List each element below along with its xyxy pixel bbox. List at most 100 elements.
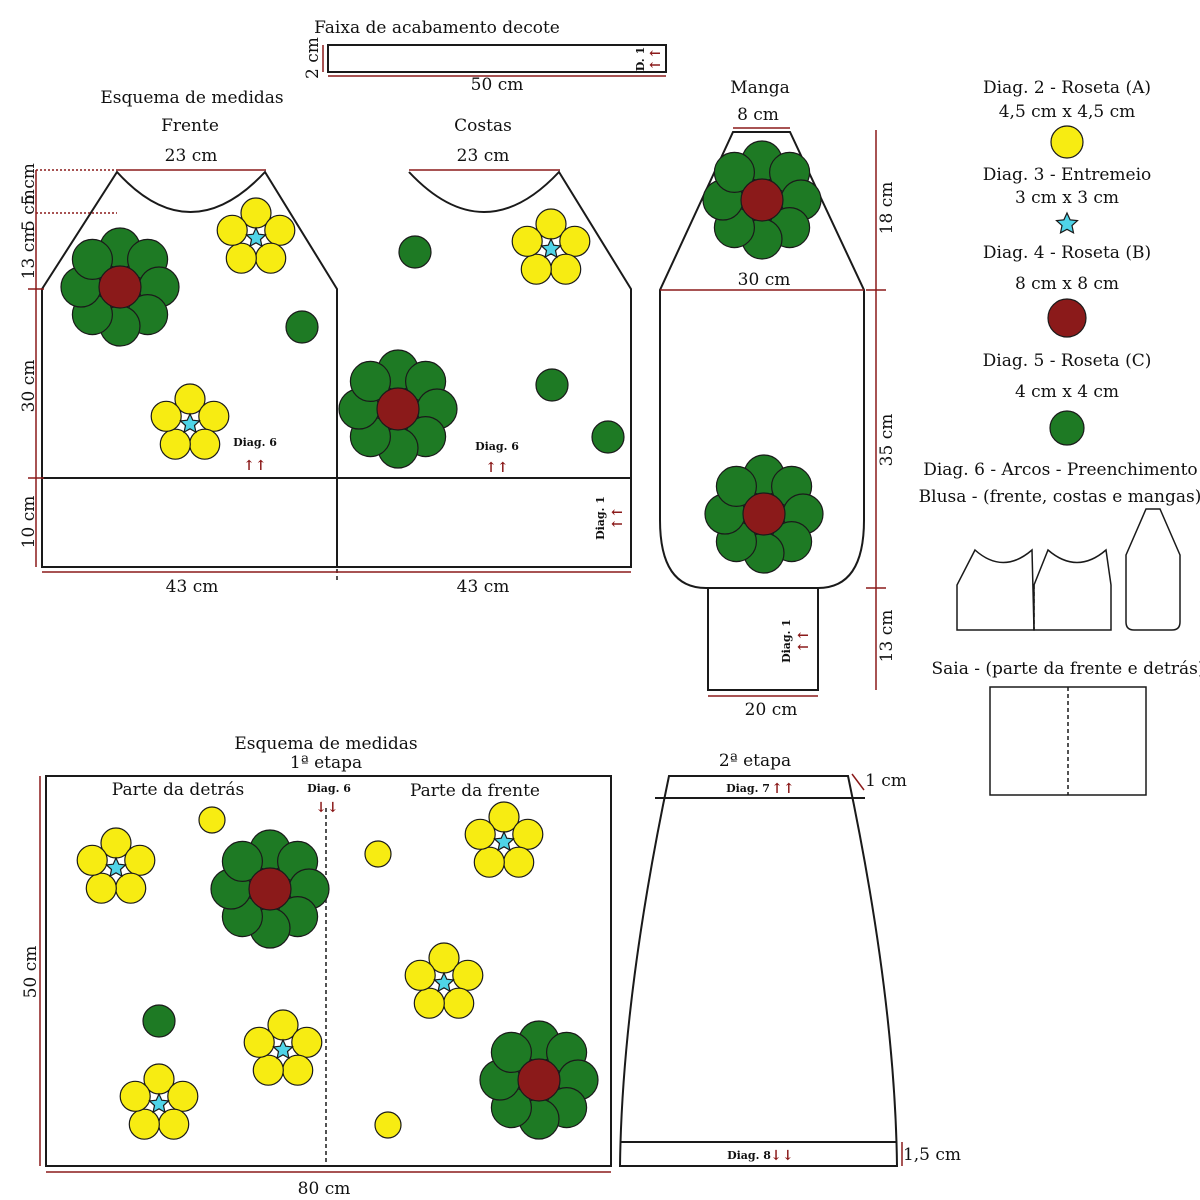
back-diag1-arrows: ↑↑ [610, 506, 626, 529]
blouse-diagram: Esquema de medidas Frente Costas 23 cm 2… [19, 88, 632, 597]
neckband-diagram: Faixa de acabamento decote 2 cm 50 cm D.… [303, 18, 667, 95]
legend: Diag. 2 - Roseta (A) 4,5 cm x 4,5 cm Dia… [919, 78, 1200, 796]
back-diag6-label: Diag. 6 [475, 440, 519, 453]
skirt2-h1-label: 1 cm [865, 771, 907, 791]
neckband-strip [327, 44, 667, 73]
skirt1-stage: 1ª etapa [290, 753, 362, 773]
rosette-a-single-2 [364, 840, 392, 868]
rosette-c-front [285, 310, 319, 344]
height-5cm-a: 5 cm [19, 163, 39, 205]
rosette-b-skirt-1 [210, 829, 330, 949]
legend-mini-sleeve [1125, 508, 1181, 631]
rosette-a-cluster-front-bottom [150, 383, 230, 460]
skirt1-front-label: Parte da frente [410, 781, 540, 801]
legend-d6-line2: Blusa - (frente, costas e mangas) [919, 487, 1200, 507]
sleeve-cuff-label: 20 cm [745, 700, 798, 720]
skirt1-back-label: Parte da detrás [112, 780, 244, 800]
legend-d2-title: Diag. 2 - Roseta (A) [983, 78, 1151, 98]
legend-rosette-a [1050, 125, 1084, 159]
back-body-outline [337, 170, 632, 568]
neckband-height-label: 2 cm [303, 37, 323, 79]
rosette-c-skirt-1 [142, 1004, 176, 1038]
neckband-title: Faixa de acabamento decote [314, 18, 560, 38]
back-neck-label: 23 cm [457, 146, 510, 166]
rosette-a-single-1 [198, 806, 226, 834]
sleeve-mid-label: 30 cm [738, 270, 791, 290]
legend-d3-size: 3 cm x 3 cm [1015, 188, 1119, 208]
rosette-a-cluster-skirt-5 [119, 1063, 199, 1140]
legend-d4-size: 8 cm x 8 cm [1015, 274, 1119, 294]
legend-d4-title: Diag. 4 - Roseta (B) [983, 243, 1151, 263]
skirt2-diag8-arrows: ↓↓ [770, 1148, 793, 1164]
rosette-a-cluster-skirt-1 [76, 827, 156, 904]
skirt1-outline [45, 775, 612, 1167]
rosette-a-cluster-skirt-2 [464, 801, 544, 878]
skirt2-diag8-label: Diag. 8 [727, 1149, 771, 1162]
skirt1-diag6-arrows: ↓↓ [315, 800, 338, 816]
front-label: Frente [161, 116, 219, 136]
skirt1-title: Esquema de medidas [234, 734, 417, 754]
skirt1-diag6-label: Diag. 6 [307, 782, 351, 795]
sleeve-top-label: 8 cm [737, 105, 779, 125]
sleeve-height-35: 35 cm [877, 414, 897, 467]
legend-skirt-title: Saia - (parte da frente e detrás) [932, 659, 1200, 679]
legend-mini-front [956, 548, 1035, 631]
rosette-a-single-3 [374, 1111, 402, 1139]
front-diag6-label: Diag. 6 [233, 436, 277, 449]
rosette-a-cluster-skirt-4 [243, 1009, 323, 1086]
sleeve-height-13: 13 cm [877, 610, 897, 663]
legend-d6-line1: Diag. 6 - Arcos - Preenchimento - [923, 460, 1200, 480]
rosette-b-sleeve-bottom [704, 454, 824, 574]
skirt1-width-label: 80 cm [298, 1179, 351, 1199]
rosette-a-cluster-front-top [216, 197, 296, 274]
legend-rosette-c [1049, 410, 1085, 446]
neckband-width-label: 50 cm [471, 75, 524, 95]
back-diag6-arrows: ↑↑ [485, 460, 508, 476]
skirt2-diag7-label: Diag. 7 [726, 782, 770, 795]
legend-d2-size: 4,5 cm x 4,5 cm [999, 102, 1136, 122]
rosette-a-cluster-back [511, 208, 591, 285]
legend-rosette-b [1047, 298, 1087, 338]
legend-d3-title: Diag. 3 - Entremeio [983, 165, 1152, 185]
rosette-b-sleeve-top [702, 140, 822, 260]
height-10cm: 10 cm [19, 496, 39, 549]
rosette-a-cluster-skirt-3 [404, 942, 484, 1019]
front-diag6-arrows: ↑↑ [243, 458, 266, 474]
sleeve-diag1-arrows: ↑↑ [796, 629, 812, 652]
legend-d5-size: 4 cm x 4 cm [1015, 382, 1119, 402]
sleeve-diagram: Manga 8 cm 30 cm 20 cm 18 cm 35 cm 13 cm… [659, 78, 897, 720]
rosette-b-back [338, 349, 458, 469]
rosette-c-back-2 [535, 368, 569, 402]
skirt2-outline [618, 775, 899, 1167]
neckband-diag-label: D. 1 [634, 47, 647, 71]
skirt-stage2-diagram: 2ª etapa Diag. 7 ↑↑ 1 cm Diag. 8 ↓↓ 1,5 … [618, 751, 961, 1167]
skirt2-diag7-arrows: ↑↑ [771, 781, 794, 797]
sleeve-title: Manga [730, 78, 790, 98]
skirt2-stage: 2ª etapa [719, 751, 791, 771]
height-5cm-b: 5 cm [19, 189, 39, 231]
front-width-label: 43 cm [166, 577, 219, 597]
skirt-stage1-diagram: Esquema de medidas 1ª etapa Parte da det… [21, 734, 612, 1199]
back-label: Costas [454, 116, 512, 136]
skirt1-height-label: 50 cm [21, 946, 41, 999]
rosette-c-back-1 [398, 235, 432, 269]
rosette-b-front [60, 227, 180, 347]
rosette-b-skirt-2 [479, 1020, 599, 1140]
sleeve-diag1-label: Diag. 1 [780, 619, 793, 663]
rosette-c-back-3 [591, 420, 625, 454]
front-neck-label: 23 cm [165, 146, 218, 166]
front-body-outline [41, 170, 338, 568]
back-diag1-label: Diag. 1 [594, 496, 607, 540]
legend-mini-back [1033, 548, 1112, 631]
sleeve-cuff [707, 587, 819, 691]
back-width-label: 43 cm [457, 577, 510, 597]
blouse-title: Esquema de medidas [100, 88, 283, 108]
sleeve-height-18: 18 cm [877, 182, 897, 235]
legend-entremeio-star [1055, 212, 1079, 234]
neckband-arrows: ↑↑ [648, 47, 664, 70]
height-30cm: 30 cm [19, 360, 39, 413]
height-13cm: 13 cm [19, 227, 39, 280]
legend-d5-title: Diag. 5 - Roseta (C) [983, 351, 1152, 371]
skirt2-h15-label: 1,5 cm [903, 1145, 961, 1165]
